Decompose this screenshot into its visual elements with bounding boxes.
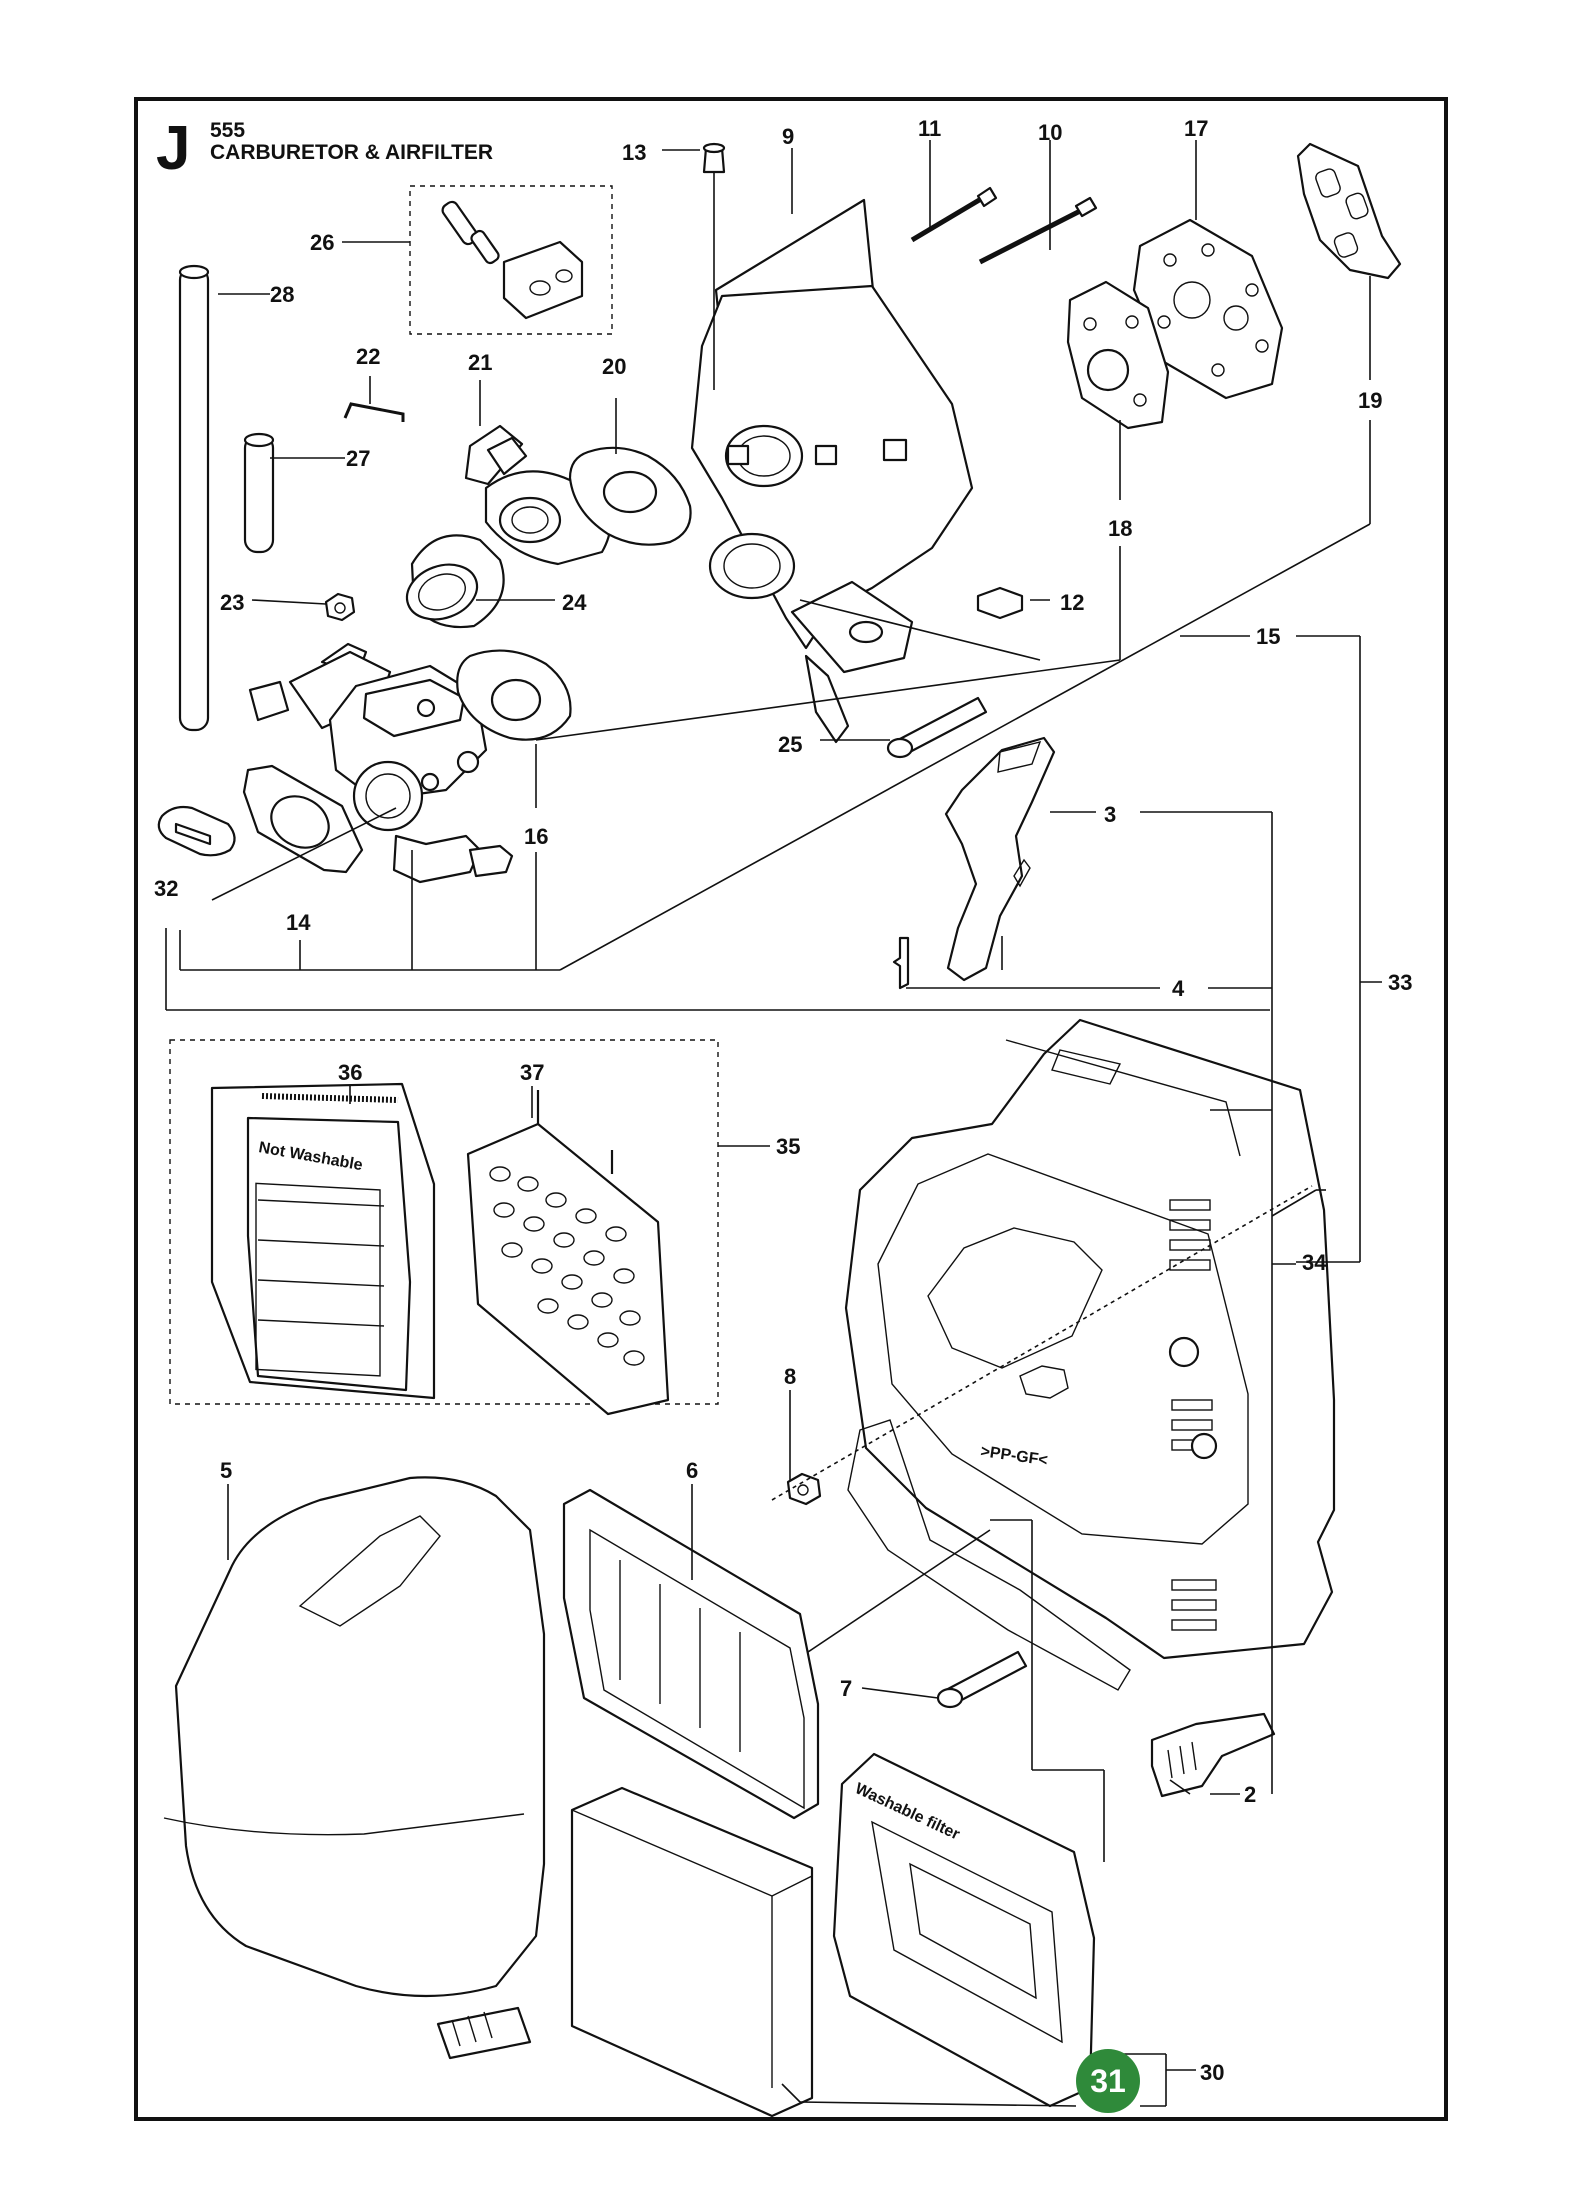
carburetor-body bbox=[248, 642, 514, 884]
callout-19: 19 bbox=[1358, 388, 1382, 413]
part-9-carb-housing bbox=[690, 198, 974, 744]
part-24-intake-boot bbox=[405, 534, 505, 629]
callout-18: 18 bbox=[1108, 516, 1132, 541]
part-10-bolt bbox=[978, 196, 1098, 265]
section-title: CARBURETOR & AIRFILTER bbox=[210, 141, 494, 164]
part-12-nut bbox=[976, 586, 1024, 620]
part-7-screw bbox=[936, 1650, 1028, 1709]
part-28-tube bbox=[178, 264, 210, 732]
part-20-gasket bbox=[568, 446, 692, 546]
part-6-filter-insert bbox=[562, 1488, 820, 1820]
callout-24: 24 bbox=[562, 590, 587, 615]
part-11-bolt bbox=[910, 186, 998, 243]
part-18-gasket bbox=[1066, 280, 1170, 430]
callout-3: 3 bbox=[1104, 802, 1116, 827]
callout-13: 13 bbox=[622, 140, 646, 165]
callout-37: 37 bbox=[520, 1060, 544, 1085]
callout-36: 36 bbox=[338, 1060, 362, 1085]
part-36-filter: Not Washable bbox=[210, 1082, 436, 1400]
callout-7: 7 bbox=[840, 1676, 852, 1701]
callout-8: 8 bbox=[784, 1364, 796, 1389]
page-border bbox=[134, 97, 1448, 2121]
callout-27: 27 bbox=[346, 446, 370, 471]
part-3-bracket bbox=[944, 736, 1056, 982]
part-4-pin bbox=[892, 936, 910, 990]
callout-22: 22 bbox=[356, 344, 380, 369]
callout-35: 35 bbox=[776, 1134, 800, 1159]
leader-lines bbox=[165, 140, 1382, 2107]
callout-34: 34 bbox=[1302, 1250, 1327, 1275]
part-16-gasket bbox=[456, 649, 572, 741]
callout-12: 12 bbox=[1060, 590, 1084, 615]
callout-4: 4 bbox=[1172, 976, 1185, 1001]
callout-9: 9 bbox=[782, 124, 794, 149]
callout-32: 32 bbox=[154, 876, 178, 901]
part-13-screw bbox=[702, 142, 726, 188]
part-31-foam-filter bbox=[570, 1786, 814, 2118]
callout-15: 15 bbox=[1256, 624, 1280, 649]
callout-25: 25 bbox=[778, 732, 802, 757]
part-30-washable-filter: Washable filter bbox=[832, 1752, 1096, 2108]
part-32-grommet bbox=[157, 805, 236, 857]
callout-23: 23 bbox=[220, 590, 244, 615]
callout-33: 33 bbox=[1388, 970, 1412, 995]
part-14-gasket bbox=[242, 764, 364, 874]
part-25-screw bbox=[886, 696, 988, 759]
part-34-filter-housing: >PP-GF< bbox=[844, 1018, 1336, 1691]
kit-box-26 bbox=[409, 185, 613, 335]
model-number: 555 bbox=[210, 119, 246, 142]
kit-box-35 bbox=[169, 1039, 719, 1405]
callout-10: 10 bbox=[1038, 120, 1062, 145]
part-37-screen bbox=[466, 1090, 670, 1416]
callout-2: 2 bbox=[1244, 1782, 1256, 1807]
callout-17: 17 bbox=[1184, 116, 1208, 141]
callout-28: 28 bbox=[270, 282, 294, 307]
part-22-link bbox=[343, 402, 405, 422]
part-2-clip bbox=[1150, 1712, 1276, 1798]
part-19-gasket bbox=[1296, 142, 1402, 280]
part-26-pin-holder bbox=[441, 200, 584, 320]
callout-14: 14 bbox=[286, 910, 311, 935]
part-5-filter-cover bbox=[163, 1476, 546, 2060]
callout-16: 16 bbox=[524, 824, 548, 849]
part-8-nut bbox=[786, 1472, 822, 1506]
part-27-hose bbox=[243, 432, 275, 554]
callout-6: 6 bbox=[686, 1458, 698, 1483]
page-number-badge: 31 bbox=[1076, 2049, 1140, 2113]
callout-11: 11 bbox=[918, 116, 941, 141]
callout-20: 20 bbox=[602, 354, 626, 379]
part-23-nut bbox=[324, 592, 356, 622]
callout-26: 26 bbox=[310, 230, 334, 255]
callout-5: 5 bbox=[220, 1458, 232, 1483]
section-letter: J bbox=[156, 114, 191, 183]
callout-21: 21 bbox=[468, 350, 492, 375]
callout-30: 30 bbox=[1200, 2060, 1224, 2085]
